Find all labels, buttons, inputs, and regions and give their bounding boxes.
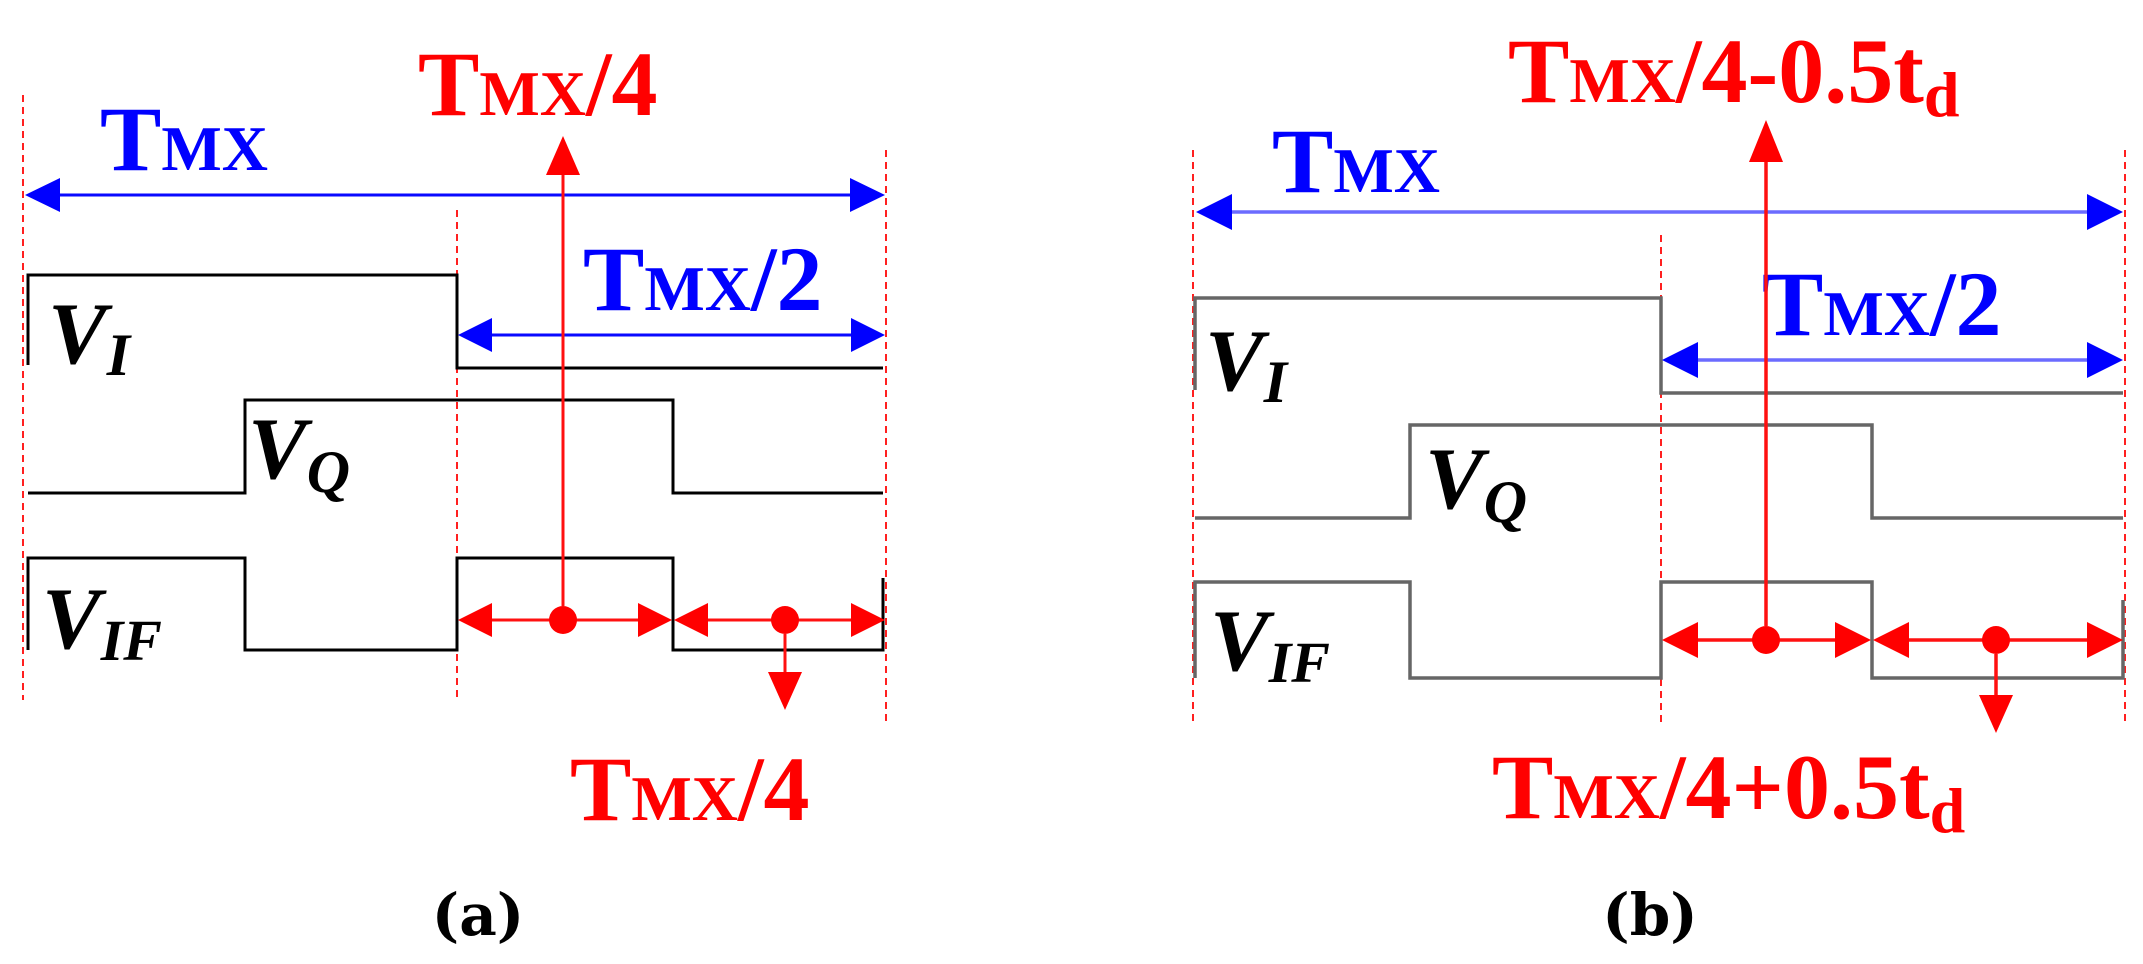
vi-label-b: VI [1205,313,1290,415]
half-arrowhead-left-a [458,318,492,352]
top-pointer-head-a [546,136,580,175]
bottom-quarter-label-a: TMX/4 [570,738,810,840]
top-quarter-label-a: TMX/4 [418,33,658,135]
period-arrowhead-left-a [25,178,60,212]
period-arrowhead-left-b [1196,194,1232,230]
panel-b: VI VQ VIF TMX TMX/2 [1192,20,2126,949]
quarter-midpoint-1-a [549,606,577,634]
period-label-a: TMX [100,88,268,190]
half-arrowhead-right-a [851,318,885,352]
quarter-arrowhead-2r-a [851,603,885,637]
period-arrowhead-right-b [2087,194,2123,230]
vq-waveform-a [28,398,883,495]
quarter-midpoint-2-b [1982,626,2010,654]
bottom-pointer-head-b [1979,695,2013,733]
panel-a: VI VQ VIF TMX TMX/2 [22,33,887,949]
quarter-arrowhead-1r-b [1835,622,1871,658]
bottom-quarter-label-b: TMX/4+0.5td [1492,736,1965,846]
quarter-arrowhead-1l-a [458,603,492,637]
top-quarter-label-b: TMX/4-0.5td [1508,20,1959,130]
quarter-arrowhead-2l-b [1873,622,1909,658]
vif-label-a: VIF [42,571,162,673]
vq-waveform-b [1195,423,2123,520]
vq-label-a: VQ [248,401,350,505]
vif-waveform-a [26,556,885,652]
quarter-arrowhead-1r-a [638,603,672,637]
period-arrowhead-right-a [850,178,885,212]
half-arrowhead-left-b [1662,342,1698,378]
caption-b: (b) [1602,881,1697,949]
vi-waveform-b [1193,296,2123,395]
vif-waveform-b [1193,580,2125,680]
quarter-arrowhead-2l-a [674,603,708,637]
quarter-arrowhead-1l-b [1662,622,1698,658]
quarter-midpoint-2-a [771,606,799,634]
vq-label-b: VQ [1425,431,1527,535]
vif-label-b: VIF [1210,593,1330,695]
half-period-label-b: TMX/2 [1762,253,2002,355]
quarter-midpoint-1-b [1752,626,1780,654]
top-pointer-head-b [1749,120,1783,162]
bottom-pointer-head-a [768,672,802,710]
period-label-b: TMX [1272,110,1440,212]
vi-waveform-a [26,273,883,370]
vi-label-a: VI [48,286,133,388]
half-period-label-a: TMX/2 [583,228,823,330]
caption-a: (a) [432,881,524,949]
quarter-arrowhead-2r-b [2087,622,2123,658]
half-arrowhead-right-b [2087,342,2123,378]
